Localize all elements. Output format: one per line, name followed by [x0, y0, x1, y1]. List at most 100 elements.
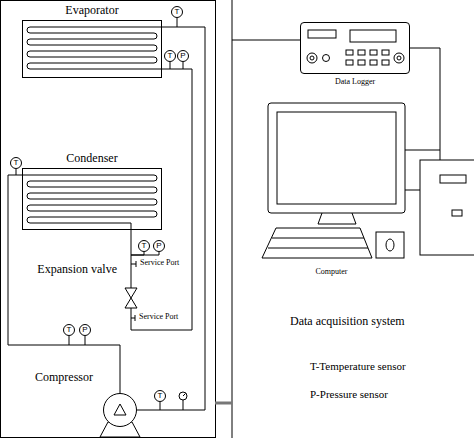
- compressor-mark: [114, 404, 126, 415]
- logger-knob: [310, 56, 314, 60]
- gauge-needle: [183, 394, 186, 397]
- evaporator-coil: [27, 27, 162, 69]
- compressor-symbol: Compressor: [103, 393, 137, 427]
- data-logger-box: Data Logger: [300, 22, 410, 74]
- node-caption: Evaporator: [65, 4, 118, 18]
- logger-button: [346, 50, 353, 55]
- evaporator-box: Evaporator: [22, 20, 162, 78]
- node-caption: Condenser: [66, 152, 117, 166]
- component-name: Condenser: [66, 152, 117, 166]
- sensor-marker: T: [138, 240, 150, 252]
- sensor-letter: P: [177, 50, 189, 62]
- computer-tower: [420, 160, 474, 255]
- valve-symbol: [125, 288, 137, 308]
- logger-button: [370, 60, 377, 65]
- logger-display: [350, 30, 396, 42]
- key-note: P-Pressure sensor: [310, 388, 388, 401]
- component-name: Evaporator: [65, 4, 118, 18]
- keyboard-row: [272, 238, 364, 239]
- port-label: Service Port: [139, 312, 178, 321]
- sensor-stem: [177, 18, 178, 27]
- label-holder: Service Port: [139, 312, 178, 321]
- component-name: Compressor: [35, 371, 93, 385]
- node-caption: Expansion valve: [37, 263, 117, 277]
- logger-button: [382, 50, 389, 55]
- label-holder: Service Port: [140, 258, 179, 267]
- signal-cable: [232, 40, 300, 41]
- refrigerant-pipe: [131, 230, 132, 288]
- condenser-coil: [22, 175, 157, 230]
- sensor-marker: T: [10, 157, 22, 169]
- refrigerant-pipe: [8, 175, 120, 393]
- service-port-stub: [131, 264, 136, 265]
- data-logger-panel: [307, 30, 404, 65]
- logger-knob: [323, 55, 330, 62]
- node-caption: Data Logger: [335, 77, 375, 86]
- component-name: Data Logger: [335, 77, 375, 86]
- monitor-stand: [318, 213, 356, 224]
- section-label: Data acquisition system: [290, 315, 405, 329]
- sensor-stem: [160, 402, 161, 410]
- logger-slot: [308, 30, 336, 38]
- sensor-stem: [85, 336, 86, 345]
- test-rig-frame: [1, 1, 216, 438]
- sensor-marker: T: [63, 324, 75, 336]
- expansion-valve: Expansion valve: [125, 288, 137, 308]
- sensor-marker: T: [171, 6, 183, 18]
- node-caption: Compressor: [35, 371, 93, 385]
- valve-outline: [125, 288, 137, 308]
- keyboard-row: [268, 248, 368, 249]
- compressor-symbol: [104, 394, 137, 427]
- frame-joint: [215, 402, 232, 405]
- drive-slot: [440, 175, 466, 183]
- sensor-letter: T: [10, 157, 22, 169]
- logger-button: [358, 50, 365, 55]
- service-port-stub: [135, 315, 136, 321]
- sensor-marker: P: [177, 50, 189, 62]
- sensor-letter: T: [154, 390, 166, 402]
- gauge-dial: [179, 392, 187, 400]
- monitor-case: [268, 103, 405, 213]
- computer-illustration: [262, 103, 474, 258]
- sensor-marker: P: [79, 324, 91, 336]
- compressor-outline: [103, 393, 137, 427]
- port-label: Service Port: [140, 258, 179, 267]
- sensor-stem: [183, 62, 184, 69]
- sensor-marker: T: [164, 50, 176, 62]
- sensor-stem: [16, 169, 17, 175]
- keyboard: [262, 228, 372, 258]
- sensor-stems: [16, 18, 183, 410]
- logger-button: [382, 60, 389, 65]
- computer-group: Computer: [258, 103, 405, 263]
- key-note: T-Temperature sensor: [310, 360, 406, 373]
- signal-cable: [405, 48, 440, 150]
- monitor-screen: [277, 112, 396, 204]
- refrigerant-pipe: [137, 27, 205, 410]
- sensor-letter: T: [63, 324, 75, 336]
- sensor-stem: [170, 62, 171, 69]
- drive-slot: [452, 210, 462, 216]
- signal-cable: [405, 190, 420, 191]
- service-port-stub: [131, 318, 135, 319]
- logger-knob: [307, 53, 317, 63]
- sensor-marker: T: [154, 390, 166, 402]
- service-port-stub: [136, 261, 137, 267]
- sensor-letter: P: [153, 240, 165, 252]
- sensor-letter: P: [79, 324, 91, 336]
- sensor-letter: T: [164, 50, 176, 62]
- condenser-box: Condenser: [22, 168, 162, 230]
- node-caption: Computer: [316, 267, 348, 276]
- mouse: [386, 239, 394, 251]
- component-name: Computer: [316, 267, 348, 276]
- label-holder: T-Temperature sensor: [310, 360, 406, 373]
- label-holder: P-Pressure sensor: [310, 388, 388, 401]
- logger-knob: [397, 56, 401, 60]
- logger-button: [358, 60, 365, 65]
- mouse-pad: [376, 232, 404, 258]
- panel-divider: [232, 0, 233, 438]
- sensor-stem: [131, 252, 159, 255]
- gauge-stem: [183, 400, 184, 410]
- logger-button: [370, 50, 377, 55]
